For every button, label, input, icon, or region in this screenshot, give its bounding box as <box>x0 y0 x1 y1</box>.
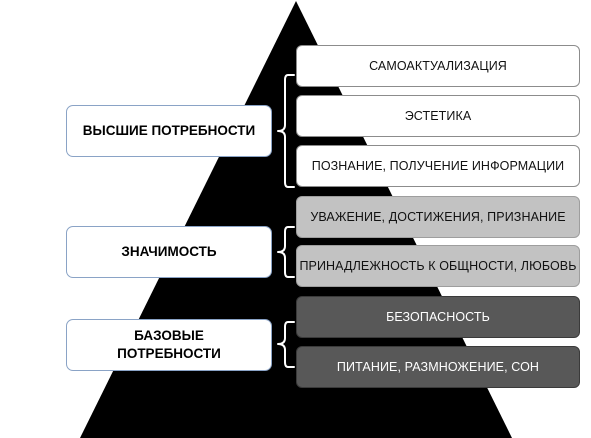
level-physiological: ПИТАНИЕ, РАЗМНОЖЕНИЕ, СОН <box>296 346 580 388</box>
level-belonging-label: ПРИНАДЛЕЖНОСТЬ К ОБЩНОСТИ, ЛЮБОВЬ <box>299 259 577 273</box>
level-belonging: ПРИНАДЛЕЖНОСТЬ К ОБЩНОСТИ, ЛЮБОВЬ <box>296 245 580 287</box>
level-physiological-label: ПИТАНИЕ, РАЗМНОЖЕНИЕ, СОН <box>336 360 540 374</box>
level-self-actualization: САМОАКТУАЛИЗАЦИЯ <box>296 45 580 87</box>
level-cognition: ПОЗНАНИЕ, ПОЛУЧЕНИЕ ИНФОРМАЦИИ <box>296 145 580 187</box>
group-basic-needs-label-line1: БАЗОВЫЕ <box>134 328 204 343</box>
level-aesthetics: ЭСТЕТИКА <box>296 95 580 137</box>
level-esteem-label: УВАЖЕНИЕ, ДОСТИЖЕНИЯ, ПРИЗНАНИЕ <box>310 210 566 224</box>
group-significance-label: ЗНАЧИМОСТЬ <box>121 244 217 259</box>
level-aesthetics-label: ЭСТЕТИКА <box>404 109 472 123</box>
group-higher-needs-label: ВЫСШИЕ ПОТРЕБНОСТИ <box>82 123 256 138</box>
level-self-actualization-label: САМОАКТУАЛИЗАЦИЯ <box>369 59 507 73</box>
level-safety: БЕЗОПАСНОСТЬ <box>296 296 580 338</box>
group-basic-needs-label-line2: ПОТРЕБНОСТИ <box>117 346 221 361</box>
level-safety-label: БЕЗОПАСНОСТЬ <box>386 310 490 324</box>
level-cognition-label: ПОЗНАНИЕ, ПОЛУЧЕНИЕ ИНФОРМАЦИИ <box>311 159 565 173</box>
group-higher-needs: ВЫСШИЕ ПОТРЕБНОСТИ <box>66 105 272 157</box>
group-significance: ЗНАЧИМОСТЬ <box>66 226 272 278</box>
group-basic-needs: БАЗОВЫЕ ПОТРЕБНОСТИ <box>66 319 272 371</box>
level-esteem: УВАЖЕНИЕ, ДОСТИЖЕНИЯ, ПРИЗНАНИЕ <box>296 196 580 238</box>
